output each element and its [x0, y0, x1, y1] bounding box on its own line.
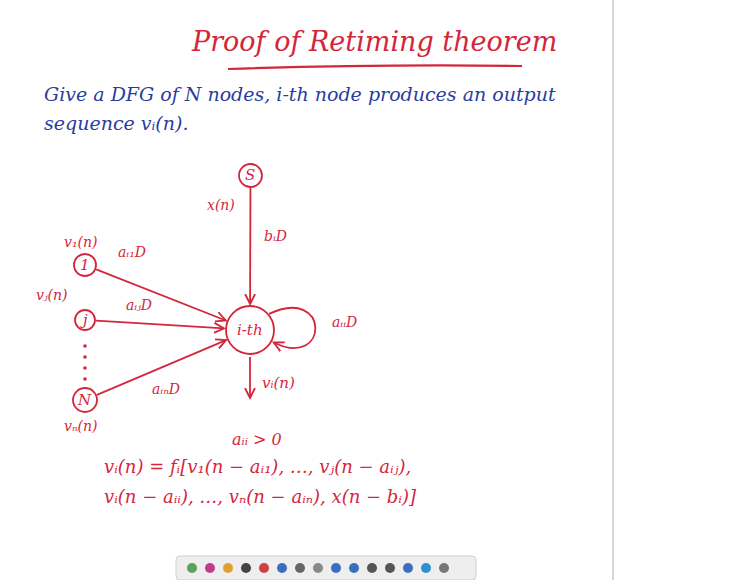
node-circle: 1: [73, 253, 97, 277]
toolbar: [176, 556, 476, 580]
node-label: N: [78, 393, 91, 408]
node-circle: S: [238, 163, 263, 188]
condition-note: aᵢᵢ > 0: [232, 430, 282, 449]
signal-name: vⱼ(n): [36, 287, 68, 303]
signal-name: v₁(n): [64, 234, 97, 250]
delay-label: bᵢD: [262, 228, 289, 244]
node-circle: j: [74, 309, 96, 331]
delay-label: aᵢᵢD: [330, 314, 359, 330]
delay-edge: [96, 321, 224, 329]
ellipsis-dots: [83, 344, 87, 381]
node-circle: N: [72, 387, 98, 413]
delay-edge: [96, 269, 226, 320]
node-label: j: [83, 313, 88, 328]
signal-name: x(n): [207, 197, 235, 213]
title-underline: [228, 65, 522, 69]
description-note: Give a DFG of N nodes, i-th node produce…: [44, 80, 584, 139]
title: Proof of Retiming theorem: [192, 26, 557, 57]
node-label: S: [245, 168, 255, 183]
equation-line: vᵢ(n) = fᵢ[v₁(n − aᵢ₁), …, vⱼ(n − aᵢⱼ),: [104, 456, 411, 477]
signal-name: vᵢ(n): [262, 374, 295, 392]
signal-name: vₙ(n): [64, 418, 98, 434]
self-loop-edge: [269, 308, 315, 348]
board-edge: [612, 0, 614, 580]
node-label: i-th: [237, 323, 263, 338]
equation-line: vᵢ(n − aᵢᵢ), …, vₙ(n − aᵢₙ), x(n − bᵢ)]: [104, 486, 416, 507]
delay-label: aᵢⱼD: [124, 297, 154, 313]
node-circle: i-th: [225, 305, 275, 355]
delay-label: aᵢₙD: [150, 381, 182, 397]
node-label: 1: [80, 258, 90, 273]
delay-label: aᵢ₁D: [116, 244, 148, 260]
delay-edge: [249, 188, 251, 304]
output-arrow: [249, 357, 251, 398]
